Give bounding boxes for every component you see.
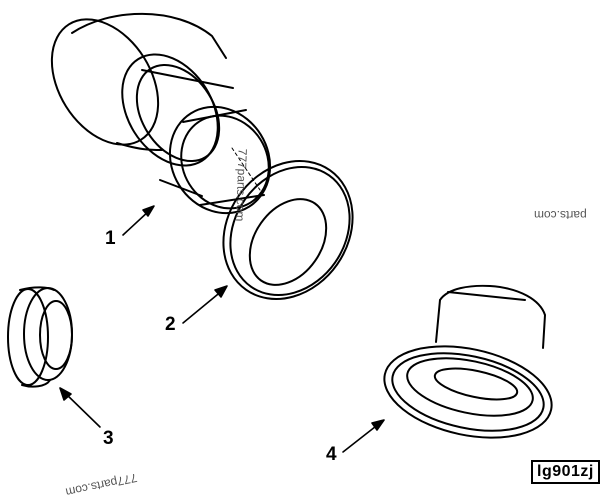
callout-4: 4 [326, 444, 337, 465]
leader-arrow-4 [342, 422, 381, 453]
part-1-bushing [50, 12, 272, 215]
part-4-flanged-bushing [383, 284, 553, 439]
figure-id-label: lg901zj [531, 460, 600, 484]
leader-arrow-2 [182, 289, 224, 324]
part-3-insert [7, 286, 73, 388]
arrowhead-1 [142, 205, 155, 217]
watermark: parts.com [534, 208, 587, 222]
leader-arrow-3 [63, 391, 101, 428]
leader-arrows [59, 205, 385, 453]
callout-2: 2 [165, 314, 176, 335]
arrowhead-4 [371, 419, 385, 431]
arrowhead-2 [214, 285, 228, 298]
watermark: 777parts.com [233, 148, 250, 222]
callout-3: 3 [103, 428, 114, 449]
arrowhead-3 [59, 387, 72, 401]
callout-1: 1 [105, 228, 116, 249]
part-2-washer [222, 147, 354, 300]
